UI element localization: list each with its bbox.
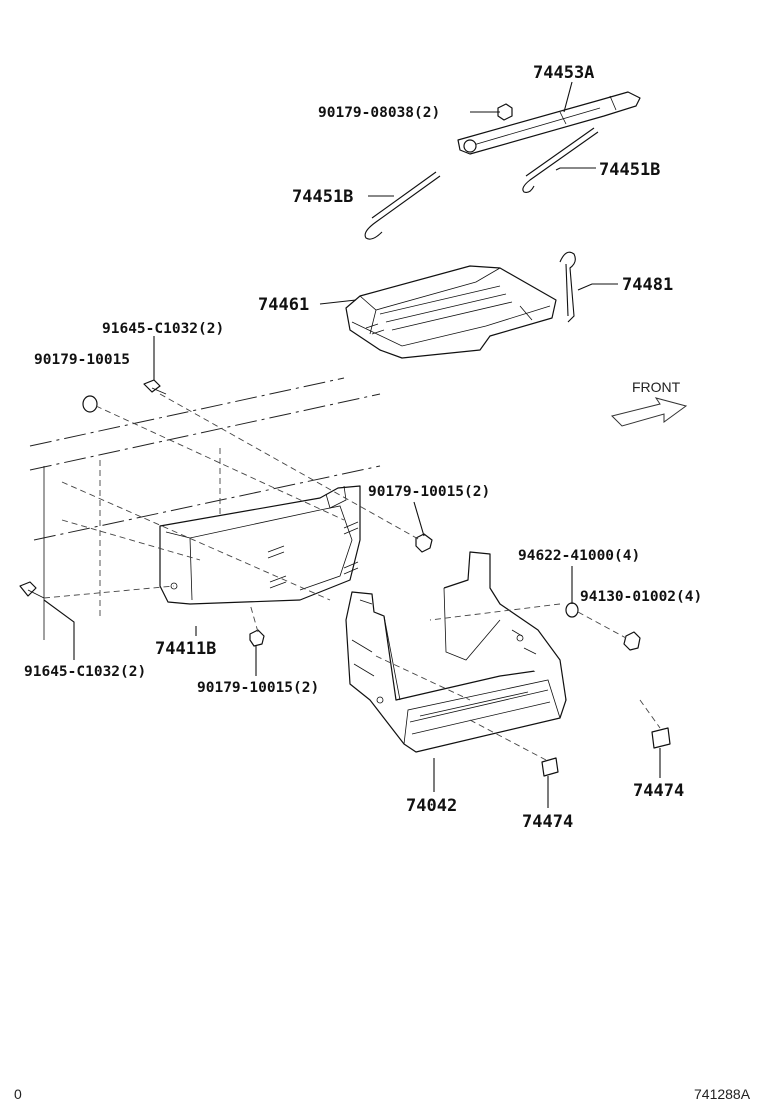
label-90179-10015-bottom: 90179-10015(2): [197, 680, 319, 696]
cushion-74474-bottom: [541, 757, 559, 777]
label-74453A: 74453A: [533, 63, 594, 83]
leader-lines: [43, 81, 661, 808]
label-74451B-right: 74451B: [599, 160, 660, 180]
label-91645-C1032-top: 91645-C1032(2): [102, 321, 224, 337]
washer-94130-01002: [565, 602, 579, 618]
label-91645-C1032-bottom: 91645-C1032(2): [24, 664, 146, 680]
battery-carrier-74042: [345, 551, 567, 753]
label-90179-08038: 90179-08038(2): [318, 105, 440, 121]
bolt-91645-C1032-bottom: [19, 581, 45, 599]
bracket-74411B: [159, 485, 361, 605]
label-74451B-left: 74451B: [292, 187, 353, 207]
hook-bolt-74451B-left: [364, 171, 441, 240]
battery-clamp-74453A: [457, 91, 641, 155]
label-74474-bottom: 74474: [522, 812, 573, 832]
label-90179-10015-mid: 90179-10015(2): [368, 484, 490, 500]
label-74411B: 74411B: [155, 639, 216, 659]
footer-diagram-id: 741288A: [694, 1086, 751, 1102]
bolt-91645-C1032-top: [143, 379, 167, 395]
label-74461: 74461: [258, 295, 309, 315]
label-74481: 74481: [622, 275, 673, 295]
label-94130-01002: 94130-01002(4): [580, 589, 702, 605]
cushion-74474-right: [651, 727, 671, 749]
label-74474-right: 74474: [633, 781, 684, 801]
rod-74481: [559, 251, 576, 323]
nut-90179-10015-bottom: [249, 629, 265, 647]
assembly-guide-lines: [43, 393, 661, 761]
battery-cover-74461: [345, 265, 557, 359]
label-94622-41000: 94622-41000(4): [518, 548, 640, 564]
footer-left-text: 0: [14, 1086, 22, 1102]
bushing-90179-10015-top: [82, 395, 98, 413]
label-90179-10015-top: 90179-10015: [34, 352, 130, 368]
front-direction-arrow: FRONT: [611, 379, 688, 427]
front-label: FRONT: [632, 379, 681, 395]
hook-bolt-74451B-right: [522, 127, 599, 193]
nut-94622-41000: [623, 631, 641, 651]
label-74042: 74042: [406, 796, 457, 816]
nut-90179-10015-mid: [415, 533, 433, 553]
nut-90179-08038: [497, 103, 513, 121]
